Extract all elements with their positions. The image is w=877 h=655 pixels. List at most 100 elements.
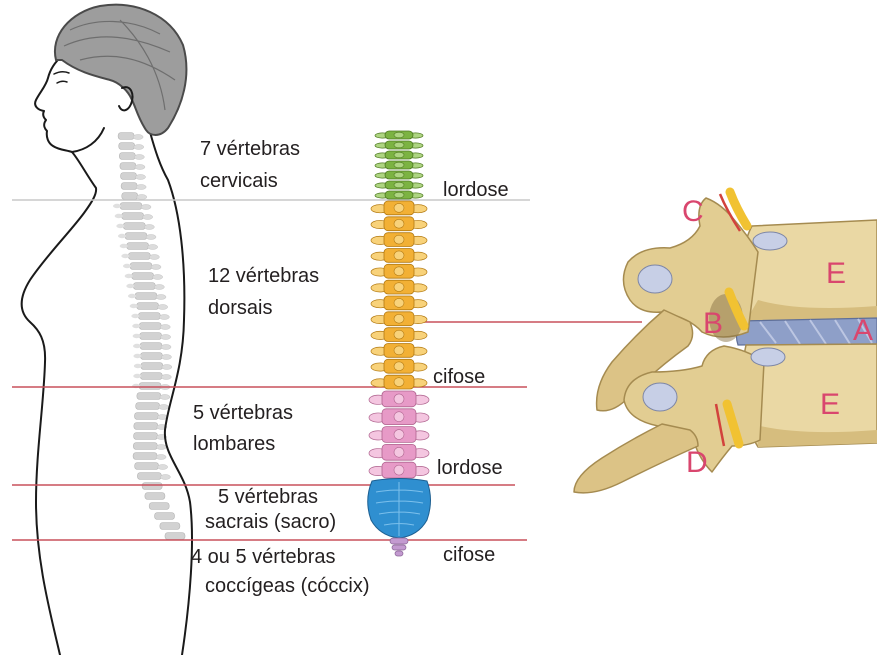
silhouette-vertebra (134, 423, 158, 430)
silhouette-vertebra (135, 463, 159, 470)
silhouette-spinous-process (160, 325, 170, 330)
silhouette-transverse-process (133, 334, 141, 338)
cervical-vertebrae (375, 131, 423, 199)
lumbar-spinous-process (394, 412, 404, 422)
silhouette-transverse-process (133, 344, 141, 348)
cervical-label-line1: 7 vértebras (200, 138, 300, 160)
silhouette-vertebra (118, 133, 134, 140)
silhouette-spinous-process (135, 165, 145, 170)
silhouette-vertebra (121, 173, 137, 180)
silhouette-vertebra (134, 433, 158, 440)
silhouette-vertebra (127, 243, 149, 250)
letter-e-lower: E (820, 388, 840, 421)
silhouette-vertebra (165, 533, 185, 540)
silhouette-transverse-process (128, 294, 136, 298)
upper-pedicle-cut (753, 232, 787, 250)
silhouette-spinous-process (133, 135, 143, 140)
silhouette-vertebra (141, 363, 163, 370)
body-front-outline (22, 56, 96, 655)
thoracic-spinous-process (394, 203, 404, 212)
silhouette-transverse-process (133, 354, 141, 358)
silhouette-vertebra (119, 153, 135, 160)
silhouette-vertebra (140, 333, 162, 340)
silhouette-spinous-process (156, 455, 166, 460)
coccygeal-label-line2: coccígeas (cóccix) (205, 575, 370, 597)
silhouette-spinous-process (136, 175, 146, 180)
silhouette-spinous-process (134, 155, 144, 160)
silhouette-spinous-process (162, 365, 172, 370)
sacral-label-line2: sacrais (sacro) (205, 511, 336, 533)
thoracic-spinous-process (394, 219, 404, 228)
silhouette-spinous-process (158, 465, 168, 470)
silhouette-vertebra (139, 323, 161, 330)
silhouette-spinous-process (161, 335, 171, 340)
silhouette-transverse-process (115, 214, 123, 218)
silhouette-spinous-process (137, 195, 147, 200)
silhouette-spinous-process (151, 265, 161, 270)
silhouette-spinous-process (144, 225, 154, 230)
silhouette-transverse-process (125, 274, 133, 278)
coccygeal-vertebra (395, 551, 403, 556)
letter-e-upper: E (826, 257, 846, 290)
thoracic-spinous-process (394, 251, 404, 260)
silhouette-transverse-process (123, 264, 131, 268)
silhouette-spinous-process (158, 305, 168, 310)
dorsal-label-line2: dorsais (208, 297, 272, 319)
thoracic-spinous-process (394, 378, 404, 387)
silhouette-vertebra (145, 493, 165, 500)
coccygeal-label-line1: 4 ou 5 vértebras (191, 546, 336, 568)
hair (55, 5, 186, 135)
silhouette-spinous-process (159, 315, 169, 320)
silhouette-vertebra (122, 193, 138, 200)
silhouette-vertebra (133, 443, 157, 450)
silhouette-vertebra (122, 213, 144, 220)
thoracic-spinous-process (394, 267, 404, 276)
letter-d: D (686, 446, 708, 479)
thoracic-spinous-process (394, 314, 404, 323)
cervical-curvature-label: lordose (443, 179, 509, 201)
silhouette-spinous-process (156, 295, 166, 300)
lumbar-vertebrae-lateral-illustration: C B A E E D (574, 192, 877, 493)
silhouette-spinous-process (136, 185, 146, 190)
thoracic-spinous-process (394, 298, 404, 307)
silhouette-spinous-process (134, 145, 144, 150)
thoracic-spinous-process (394, 330, 404, 339)
silhouette-vertebra (142, 483, 162, 490)
silhouette-vertebra (137, 303, 159, 310)
lumbar-spinous-process (394, 430, 404, 440)
silhouette-transverse-process (113, 204, 121, 208)
cervical-spinous-process (394, 172, 404, 178)
silhouette-spinous-process (148, 245, 158, 250)
silhouette-vertebra (138, 313, 160, 320)
thoracic-vertebrae (371, 201, 427, 389)
silhouette-transverse-process (131, 314, 139, 318)
lumbar-vertebrae (369, 391, 429, 478)
silhouette-vertebra (160, 523, 180, 530)
dorsal-label-line1: 12 vértebras (208, 265, 319, 287)
silhouette-vertebra (137, 393, 161, 400)
silhouette-vertebra (133, 453, 157, 460)
silhouette-transverse-process (126, 284, 134, 288)
silhouette-vertebra (139, 383, 161, 390)
silhouette-spinous-process (149, 255, 159, 260)
silhouette-spinous-process (141, 205, 151, 210)
lumbar-curvature-label: lordose (437, 457, 503, 479)
silhouette-vertebra (134, 413, 158, 420)
thoracic-spinous-process (394, 362, 404, 371)
letter-c: C (682, 195, 704, 228)
silhouette-vertebra (120, 203, 142, 210)
sacral-curvature-label: cifose (443, 544, 495, 566)
silhouette-vertebra (120, 163, 136, 170)
eyebrow (54, 72, 69, 74)
lower-articular-facet (643, 383, 677, 411)
cervical-spinous-process (394, 142, 404, 148)
silhouette-transverse-process (133, 374, 141, 378)
silhouette-vertebra (155, 513, 175, 520)
cervical-spinous-process (394, 192, 404, 198)
silhouette-spinous-process (160, 395, 170, 400)
silhouette-spinous-process (156, 445, 166, 450)
upper-articular-facet (638, 265, 672, 293)
silhouette-vertebra (123, 223, 145, 230)
woman-silhouette (22, 5, 192, 655)
